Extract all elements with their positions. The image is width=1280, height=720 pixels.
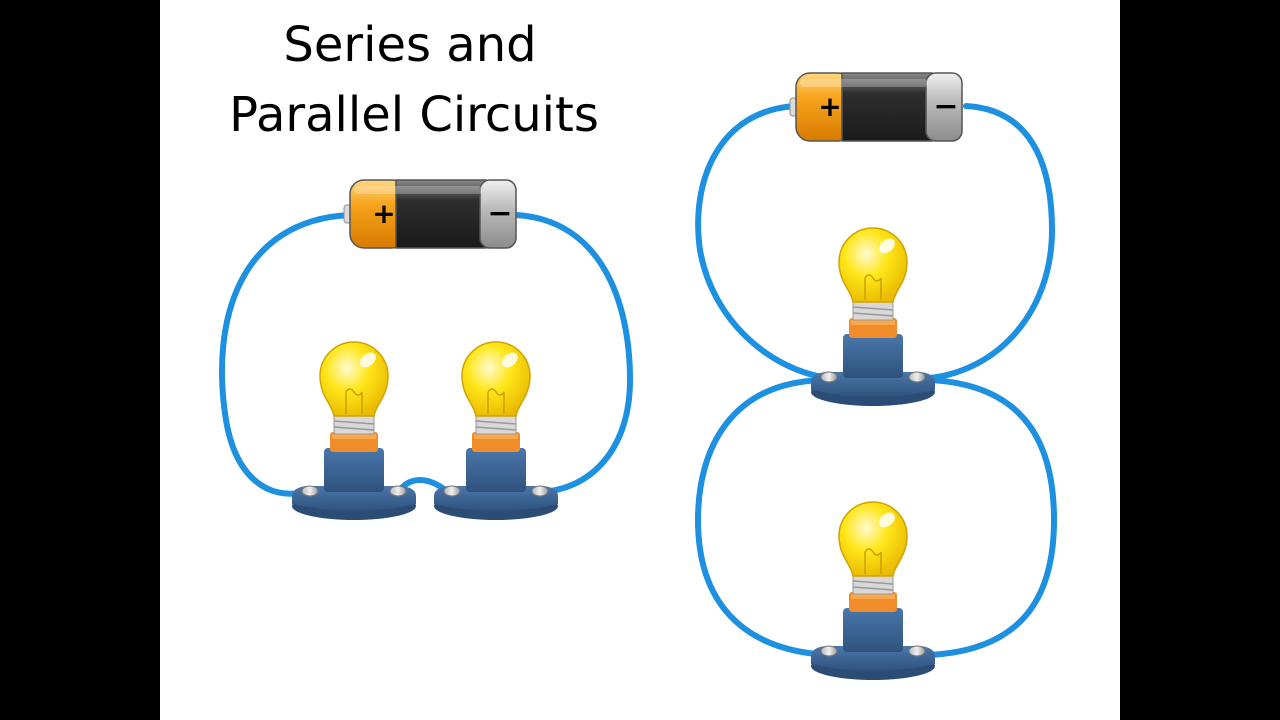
- series-battery-positive-label: +: [372, 197, 395, 230]
- series-bulb-1: [291, 341, 417, 521]
- parallel-battery: + −: [789, 72, 963, 142]
- circuits-diagram: + − + −: [218, 72, 1058, 681]
- series-bulb-2: [433, 341, 559, 521]
- parallel-battery-negative-label: −: [933, 89, 958, 124]
- series-circuit: + −: [218, 179, 634, 521]
- series-battery-negative-label: −: [487, 196, 512, 231]
- parallel-battery-positive-label: +: [818, 90, 841, 123]
- series-wire-right: [513, 212, 634, 495]
- parallel-wire-upper: [695, 103, 831, 381]
- parallel-wire-lower: [694, 377, 831, 658]
- series-battery: + −: [343, 179, 517, 249]
- parallel-bulb-2: [810, 501, 936, 681]
- parallel-circuit: + −: [694, 72, 1058, 681]
- parallel-bulb-1: [810, 227, 936, 407]
- slide-title-line-1: Series and: [283, 17, 537, 73]
- parallel-wire-upper-right: [927, 103, 1056, 381]
- slide-title-line-2: Parallel Circuits: [229, 87, 599, 143]
- series-wire: [218, 212, 353, 497]
- slide: Series and Parallel Circuits: [160, 0, 1120, 720]
- parallel-wire-lower-right: [927, 377, 1058, 658]
